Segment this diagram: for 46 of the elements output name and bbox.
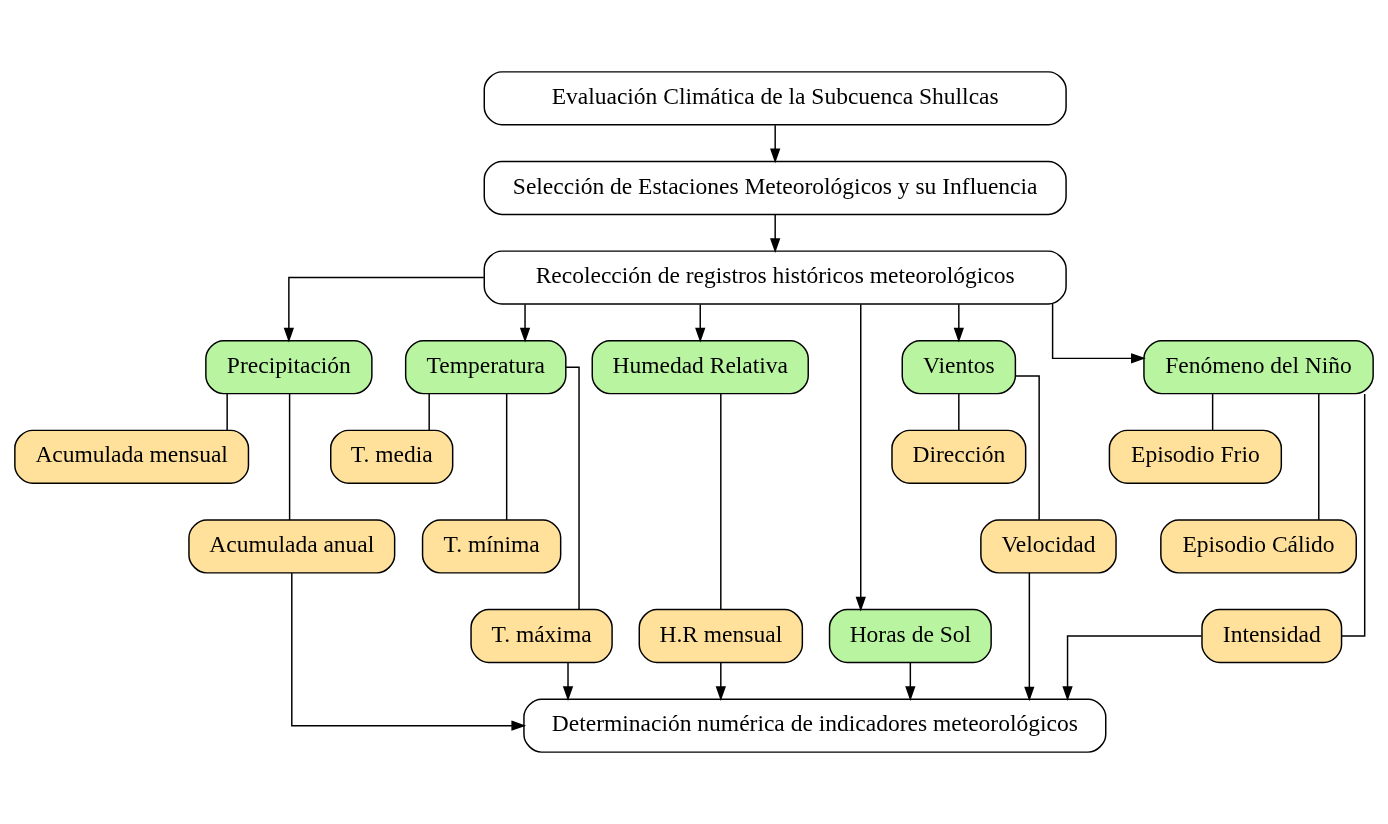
- connector: [428, 393, 430, 431]
- connector: [1341, 393, 1366, 637]
- arrow: [291, 572, 527, 731]
- connector: [1318, 392, 1320, 521]
- connector: [505, 392, 508, 521]
- connector: [720, 393, 722, 611]
- node-box: T. media: [330, 429, 454, 484]
- arrow: [905, 662, 916, 702]
- node-box: Humedad Relativa: [591, 340, 809, 395]
- arrow: [1051, 303, 1146, 364]
- arrow: [770, 214, 781, 253]
- node-box: H.R mensual: [638, 608, 804, 664]
- node-box: Evaluación Climática de la Subcuenca Shullcas: [483, 71, 1067, 126]
- arrow: [283, 276, 485, 343]
- arrow: [1062, 635, 1203, 701]
- node-box: Recolección de registros históricos meteorológicos: [483, 250, 1067, 305]
- arrow: [562, 662, 574, 702]
- node-box: Determinación numérica de indicadores meteorológicos: [523, 698, 1107, 753]
- node-box: Intensidad: [1201, 608, 1343, 664]
- arrow: [519, 303, 531, 343]
- arrow: [1024, 572, 1035, 702]
- connector: [565, 366, 580, 611]
- node-box: Fenómeno del Niño: [1143, 340, 1374, 395]
- node-box: Velocidad: [980, 519, 1117, 574]
- node-box: Vientos: [901, 340, 1017, 395]
- node-box: T. máxima: [470, 608, 613, 664]
- connector: [288, 392, 291, 521]
- node-box: Temperatura: [404, 340, 567, 395]
- connector: [1211, 393, 1214, 431]
- node-box: T. mínima: [421, 519, 562, 574]
- node-box: Acumulada mensual: [14, 429, 250, 484]
- connector: [226, 393, 228, 431]
- node-box: Episodio Frio: [1108, 429, 1283, 484]
- arrow: [953, 303, 964, 343]
- node-box: Dirección: [891, 429, 1027, 484]
- connector: [1014, 375, 1040, 521]
- node-box: Precipitación: [205, 340, 373, 395]
- node-box: Selección de Estaciones Meteorológicos y su Influencia: [483, 160, 1067, 216]
- arrow: [855, 303, 866, 612]
- node-box: Acumulada anual: [188, 519, 396, 574]
- arrow: [695, 303, 706, 343]
- node-box: Episodio Cálido: [1160, 519, 1357, 574]
- arrow: [715, 662, 726, 702]
- connector: [958, 393, 960, 431]
- arrow: [770, 124, 781, 164]
- node-box: Horas de Sol: [828, 608, 992, 664]
